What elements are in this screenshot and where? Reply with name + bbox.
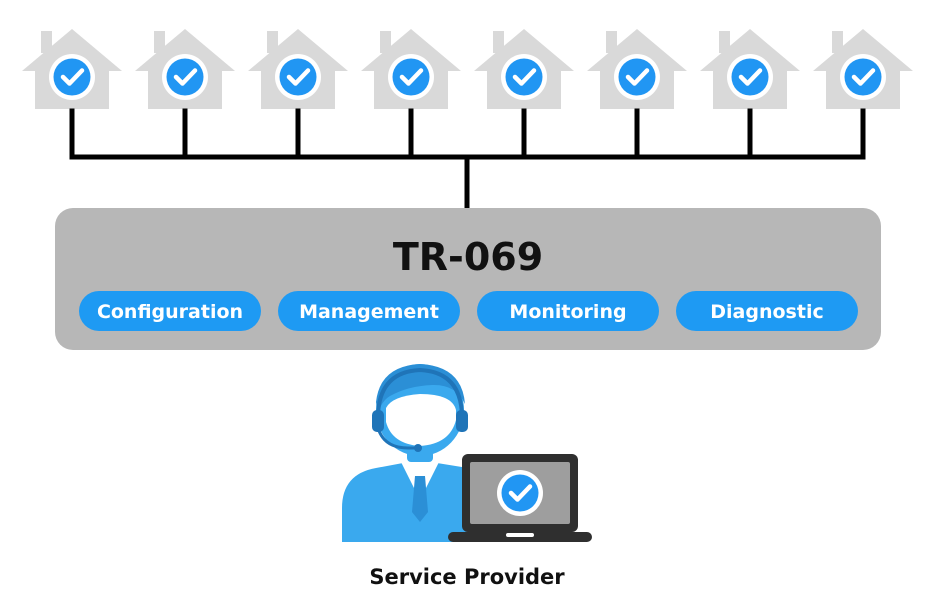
house-check-icon	[813, 29, 913, 109]
function-pill: Monitoring	[477, 291, 659, 331]
tr069-panel-background	[55, 208, 881, 350]
function-pill-label: Configuration	[97, 301, 243, 323]
function-pill-label: Management	[299, 301, 439, 323]
function-pill: Management	[278, 291, 460, 331]
provider-label: Service Provider	[369, 565, 565, 589]
house-check-icon	[22, 29, 122, 109]
function-pill-label: Monitoring	[509, 301, 626, 323]
function-pill: Configuration	[79, 291, 261, 331]
house-check-icon	[248, 29, 348, 109]
function-pill-background	[676, 291, 858, 331]
tr069-panel: TR-069 Configuration Management Monitoring…	[55, 208, 881, 350]
house-check-icon	[474, 29, 574, 109]
house-check-icon	[135, 29, 235, 109]
house-check-icon	[361, 29, 461, 109]
house-check-icon	[587, 29, 687, 109]
function-pill-background	[278, 291, 460, 331]
service-provider: Service Provider	[342, 364, 592, 589]
connection-bus	[69, 108, 866, 212]
protocol-title: TR-069	[393, 235, 543, 279]
function-pills: Configuration Management Monitoring Diagnos…	[79, 291, 858, 331]
function-pill-background	[477, 291, 659, 331]
houses-row	[22, 29, 913, 109]
function-pill: Diagnostic	[676, 291, 858, 331]
function-pill-background	[79, 291, 261, 331]
support-agent-headset-icon	[342, 364, 470, 542]
function-pill-label: Diagnostic	[710, 301, 823, 323]
house-check-icon	[700, 29, 800, 109]
laptop-check-icon	[448, 454, 592, 542]
